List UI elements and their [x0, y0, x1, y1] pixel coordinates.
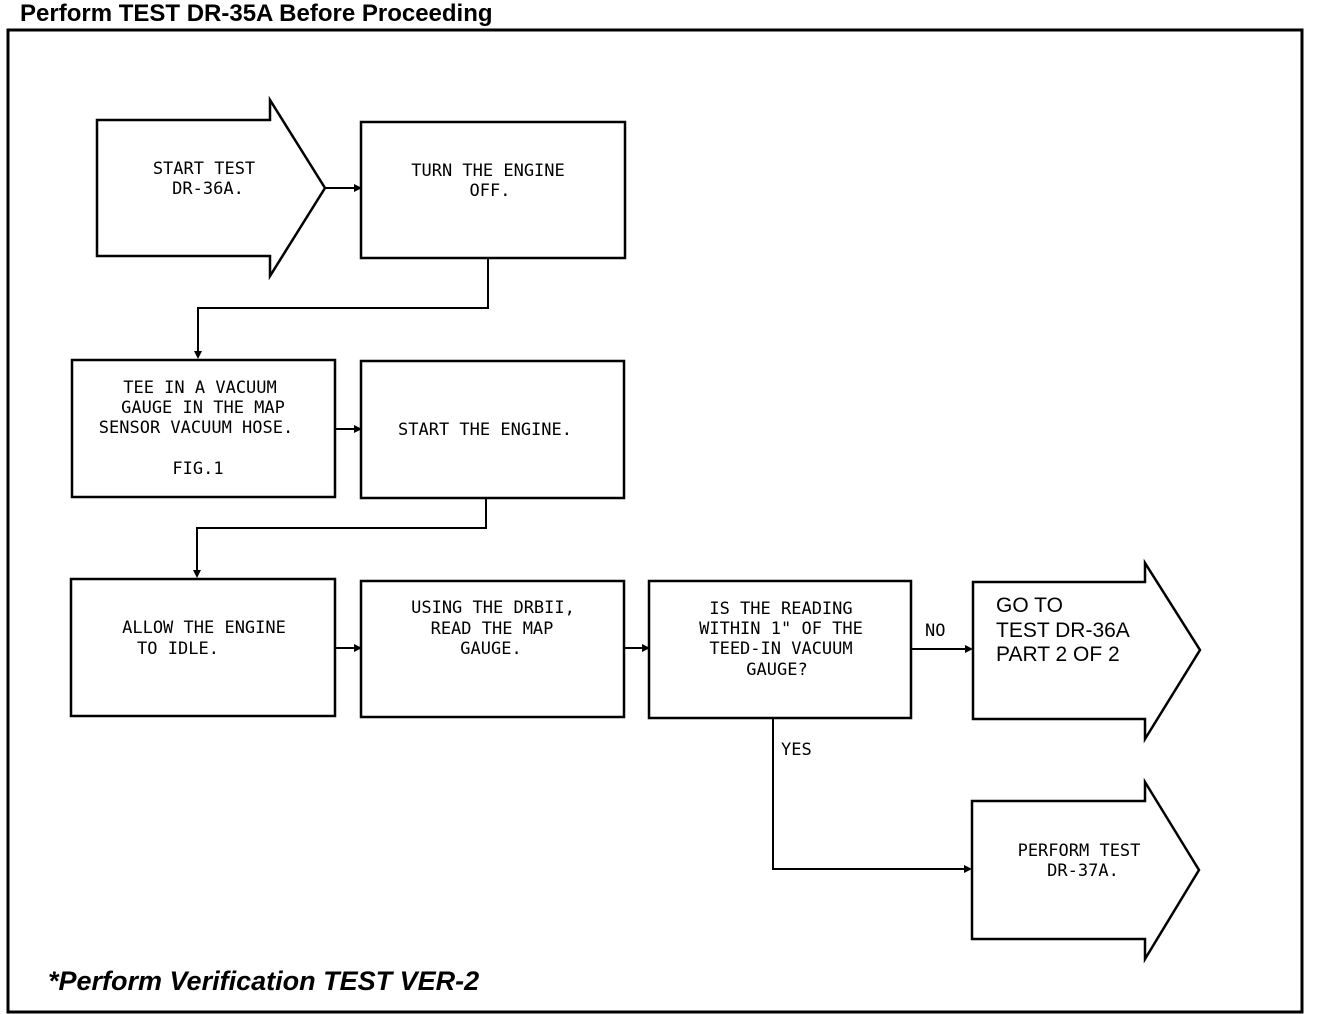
perform-dr37a-node[interactable]: PERFORM TEST DR-37A. [970, 777, 1201, 964]
goto-dr36a-node[interactable]: GO TO TEST DR-36A PART 2 OF 2 [971, 558, 1202, 744]
arrowhead-icon [193, 570, 201, 578]
read-map-line-1: USING THE DRBII, [411, 598, 575, 618]
arrowhead-icon [354, 425, 362, 433]
decision-line-3: TEED-IN VACUUM [709, 639, 852, 659]
tee-vacuum-line-3: SENSOR VACUUM HOSE. [99, 418, 293, 438]
idle-node[interactable]: ALLOW THE ENGINE TO IDLE. [69, 577, 337, 718]
edge-label-yes: YES [781, 740, 812, 760]
goto-dr36a-line-2: TEST DR-36A [996, 619, 1130, 642]
start-test-line-1: START TEST [153, 159, 255, 179]
turn-engine-off-node[interactable]: TURN THE ENGINE OFF. [359, 120, 627, 260]
start-engine-line-1: START THE ENGINE. [398, 420, 572, 440]
arrowhead-icon [354, 184, 362, 192]
start-test-node[interactable]: START TEST DR-36A. [95, 95, 327, 281]
read-map-line-2: READ THE MAP [431, 619, 554, 639]
connector-yes [772, 718, 966, 870]
edge-label-no: NO [925, 621, 945, 641]
goto-dr36a-line-1: GO TO [996, 594, 1063, 617]
connector-start-to-idle [196, 498, 487, 572]
read-map-node[interactable]: USING THE DRBII, READ THE MAP GAUGE. [359, 579, 626, 719]
decision-line-1: IS THE READING [709, 599, 852, 619]
decision-node[interactable]: IS THE READING WITHIN 1" OF THE TEED-IN … [647, 579, 913, 720]
arrowhead-icon [194, 351, 202, 359]
tee-vacuum-line-1: TEE IN A VACUUM [123, 378, 277, 398]
arrowhead-icon [354, 644, 362, 652]
arrowhead-icon [965, 645, 973, 653]
turn-engine-off-line-2: OFF. [470, 181, 511, 201]
arrowhead-icon [964, 865, 972, 873]
perform-dr37a-line-2: DR-37A. [1047, 861, 1119, 881]
start-engine-node[interactable]: START THE ENGINE. [359, 359, 626, 500]
perform-dr37a-line-1: PERFORM TEST [1018, 841, 1141, 861]
idle-line-2: TO IDLE. [137, 639, 219, 659]
header-title: Perform TEST DR-35A Before Proceeding [20, 0, 493, 27]
tee-vacuum-line-2: GAUGE IN THE MAP [121, 398, 285, 418]
decision-line-2: WITHIN 1" OF THE [699, 619, 863, 639]
arrowhead-icon [642, 644, 650, 652]
goto-dr36a-line-3: PART 2 OF 2 [996, 643, 1120, 666]
tee-vacuum-node[interactable]: TEE IN A VACUUM GAUGE IN THE MAP SENSOR … [70, 358, 337, 499]
start-test-line-2: DR-36A. [172, 179, 244, 199]
decision-line-4: GAUGE? [746, 660, 807, 680]
connector-off-to-tee [197, 258, 489, 353]
turn-engine-off-line-1: TURN THE ENGINE [411, 161, 565, 181]
read-map-line-3: GAUGE. [460, 639, 521, 659]
tee-vacuum-fig-ref: FIG.1 [172, 459, 223, 479]
idle-line-1: ALLOW THE ENGINE [122, 618, 286, 638]
footer-note: *Perform Verification TEST VER-2 [48, 966, 480, 996]
diagram-frame [6, 28, 1304, 1014]
